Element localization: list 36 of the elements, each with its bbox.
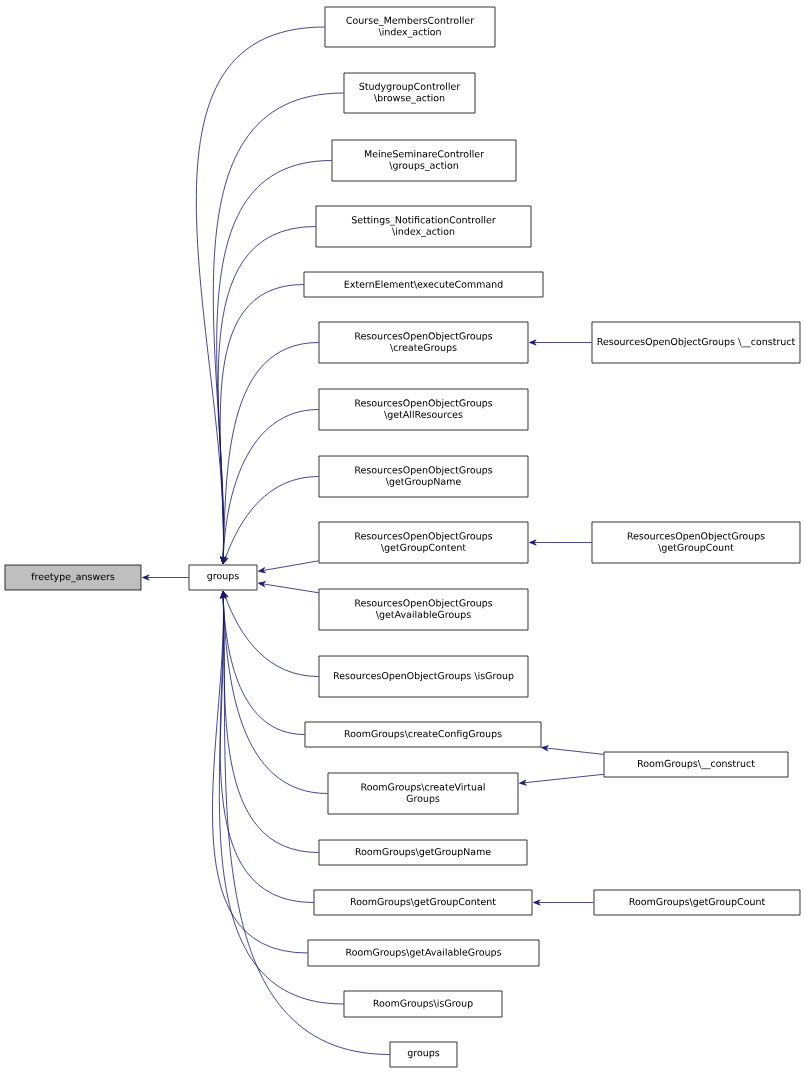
function-box: RoomGroups\getAvailableGroups	[307, 939, 540, 967]
arrow	[220, 591, 390, 1055]
function-box: Settings_NotificationController \index_action	[315, 205, 532, 248]
function-box: ResourcesOpenObjectGroups \getGroupCount	[591, 521, 801, 564]
function-box: ResourcesOpenObjectGroups \__construct	[591, 321, 801, 364]
arrow	[258, 581, 319, 594]
arrow	[222, 476, 319, 564]
function-box: RoomGroups\createConfigGroups	[304, 721, 542, 748]
arrow	[529, 339, 592, 346]
function-box: RoomGroups\isGroup	[343, 990, 503, 1018]
function-box: RoomGroups\getGroupCount	[593, 889, 801, 916]
function-box: Course_MembersController \index_action	[324, 6, 496, 48]
arrow	[222, 591, 319, 677]
arrow	[519, 773, 604, 786]
function-box: MeineSeminareController \groups_action	[331, 139, 517, 182]
function-box: ResourcesOpenObjectGroups \isGroup	[318, 655, 529, 698]
arrow	[142, 574, 189, 581]
highlighted-box: freetype_answers	[4, 564, 142, 591]
function-box: RoomGroups\__construct	[603, 751, 789, 778]
function-box: ResourcesOpenObjectGroups \getAllResources	[318, 388, 529, 431]
function-box: ResourcesOpenObjectGroups \getAvailableGroups	[318, 588, 529, 631]
function-box: RoomGroups\createVirtual Groups	[327, 772, 519, 815]
arrow	[258, 560, 319, 574]
arrow	[220, 409, 319, 564]
function-box: StudygroupController \browse_action	[343, 72, 476, 114]
function-box: ResourcesOpenObjectGroups \getGroupName	[318, 455, 529, 498]
function-box: RoomGroups\getGroupName	[318, 839, 528, 866]
function-box: groups	[188, 564, 258, 591]
arrow	[533, 899, 594, 906]
function-box: ResourcesOpenObjectGroups \createGroups	[318, 321, 529, 364]
arrow	[529, 539, 592, 546]
function-box: groups	[389, 1041, 458, 1068]
function-box: ResourcesOpenObjectGroups \getGroupContent	[318, 521, 529, 564]
function-box: ExternElement\executeCommand	[303, 271, 544, 298]
arrow	[541, 745, 604, 755]
function-box: RoomGroups\getGroupContent	[313, 889, 533, 916]
